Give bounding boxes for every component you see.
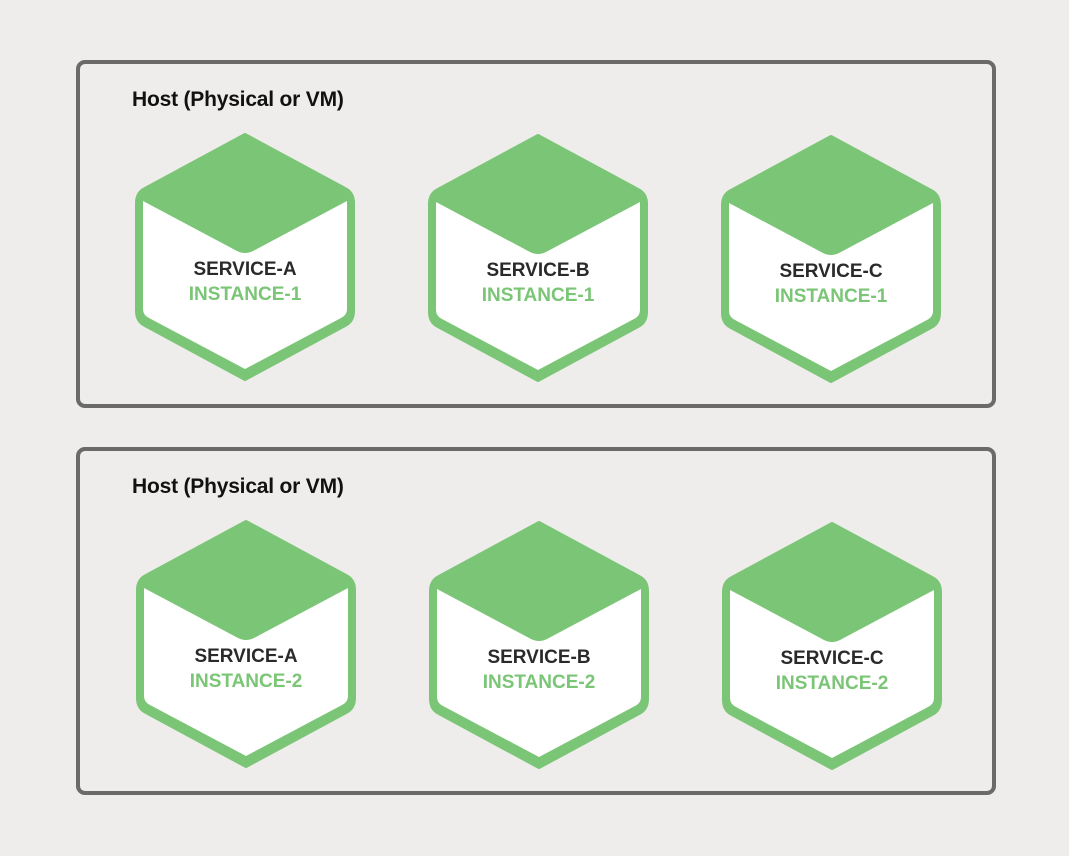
service-b-instance-1: SERVICE-B INSTANCE-1: [426, 132, 650, 384]
service-b-instance-2: SERVICE-B INSTANCE-2: [427, 519, 651, 771]
service-a-instance-1: SERVICE-A INSTANCE-1: [133, 131, 357, 383]
host-title: Host (Physical or VM): [132, 88, 344, 111]
service-cube-icon: [136, 520, 356, 768]
service-cube-icon: [721, 135, 941, 383]
instance-name: INSTANCE-1: [188, 284, 302, 305]
cube-front-face: [144, 588, 348, 756]
host-box-1: Host (Physical or VM) SERVICE-A INSTANCE…: [76, 60, 996, 408]
service-c-instance-1: SERVICE-C INSTANCE-1: [719, 133, 943, 385]
service-cube-icon: [428, 134, 648, 382]
instance-name: INSTANCE-1: [481, 285, 595, 306]
service-name: SERVICE-B: [487, 647, 591, 668]
service-cube-icon: [722, 522, 942, 770]
service-c-instance-2: SERVICE-C INSTANCE-2: [720, 520, 944, 772]
cube-front-face: [436, 202, 640, 370]
service-name: SERVICE-B: [486, 260, 590, 281]
service-cube-icon: [429, 521, 649, 769]
service-a-instance-2: SERVICE-A INSTANCE-2: [134, 518, 358, 770]
instance-name: INSTANCE-1: [774, 286, 888, 307]
service-name: SERVICE-A: [193, 259, 297, 280]
instance-name: INSTANCE-2: [775, 673, 889, 694]
host-title: Host (Physical or VM): [132, 475, 344, 498]
cube-front-face: [143, 201, 347, 369]
service-cube-icon: [135, 133, 355, 381]
cube-front-face: [437, 589, 641, 757]
service-name: SERVICE-A: [194, 646, 298, 667]
host-box-2: Host (Physical or VM) SERVICE-A INSTANCE…: [76, 447, 996, 795]
cube-front-face: [729, 203, 933, 371]
service-name: SERVICE-C: [779, 261, 883, 282]
cube-front-face: [730, 590, 934, 758]
instance-name: INSTANCE-2: [189, 671, 303, 692]
instance-name: INSTANCE-2: [482, 672, 596, 693]
service-name: SERVICE-C: [780, 648, 884, 669]
